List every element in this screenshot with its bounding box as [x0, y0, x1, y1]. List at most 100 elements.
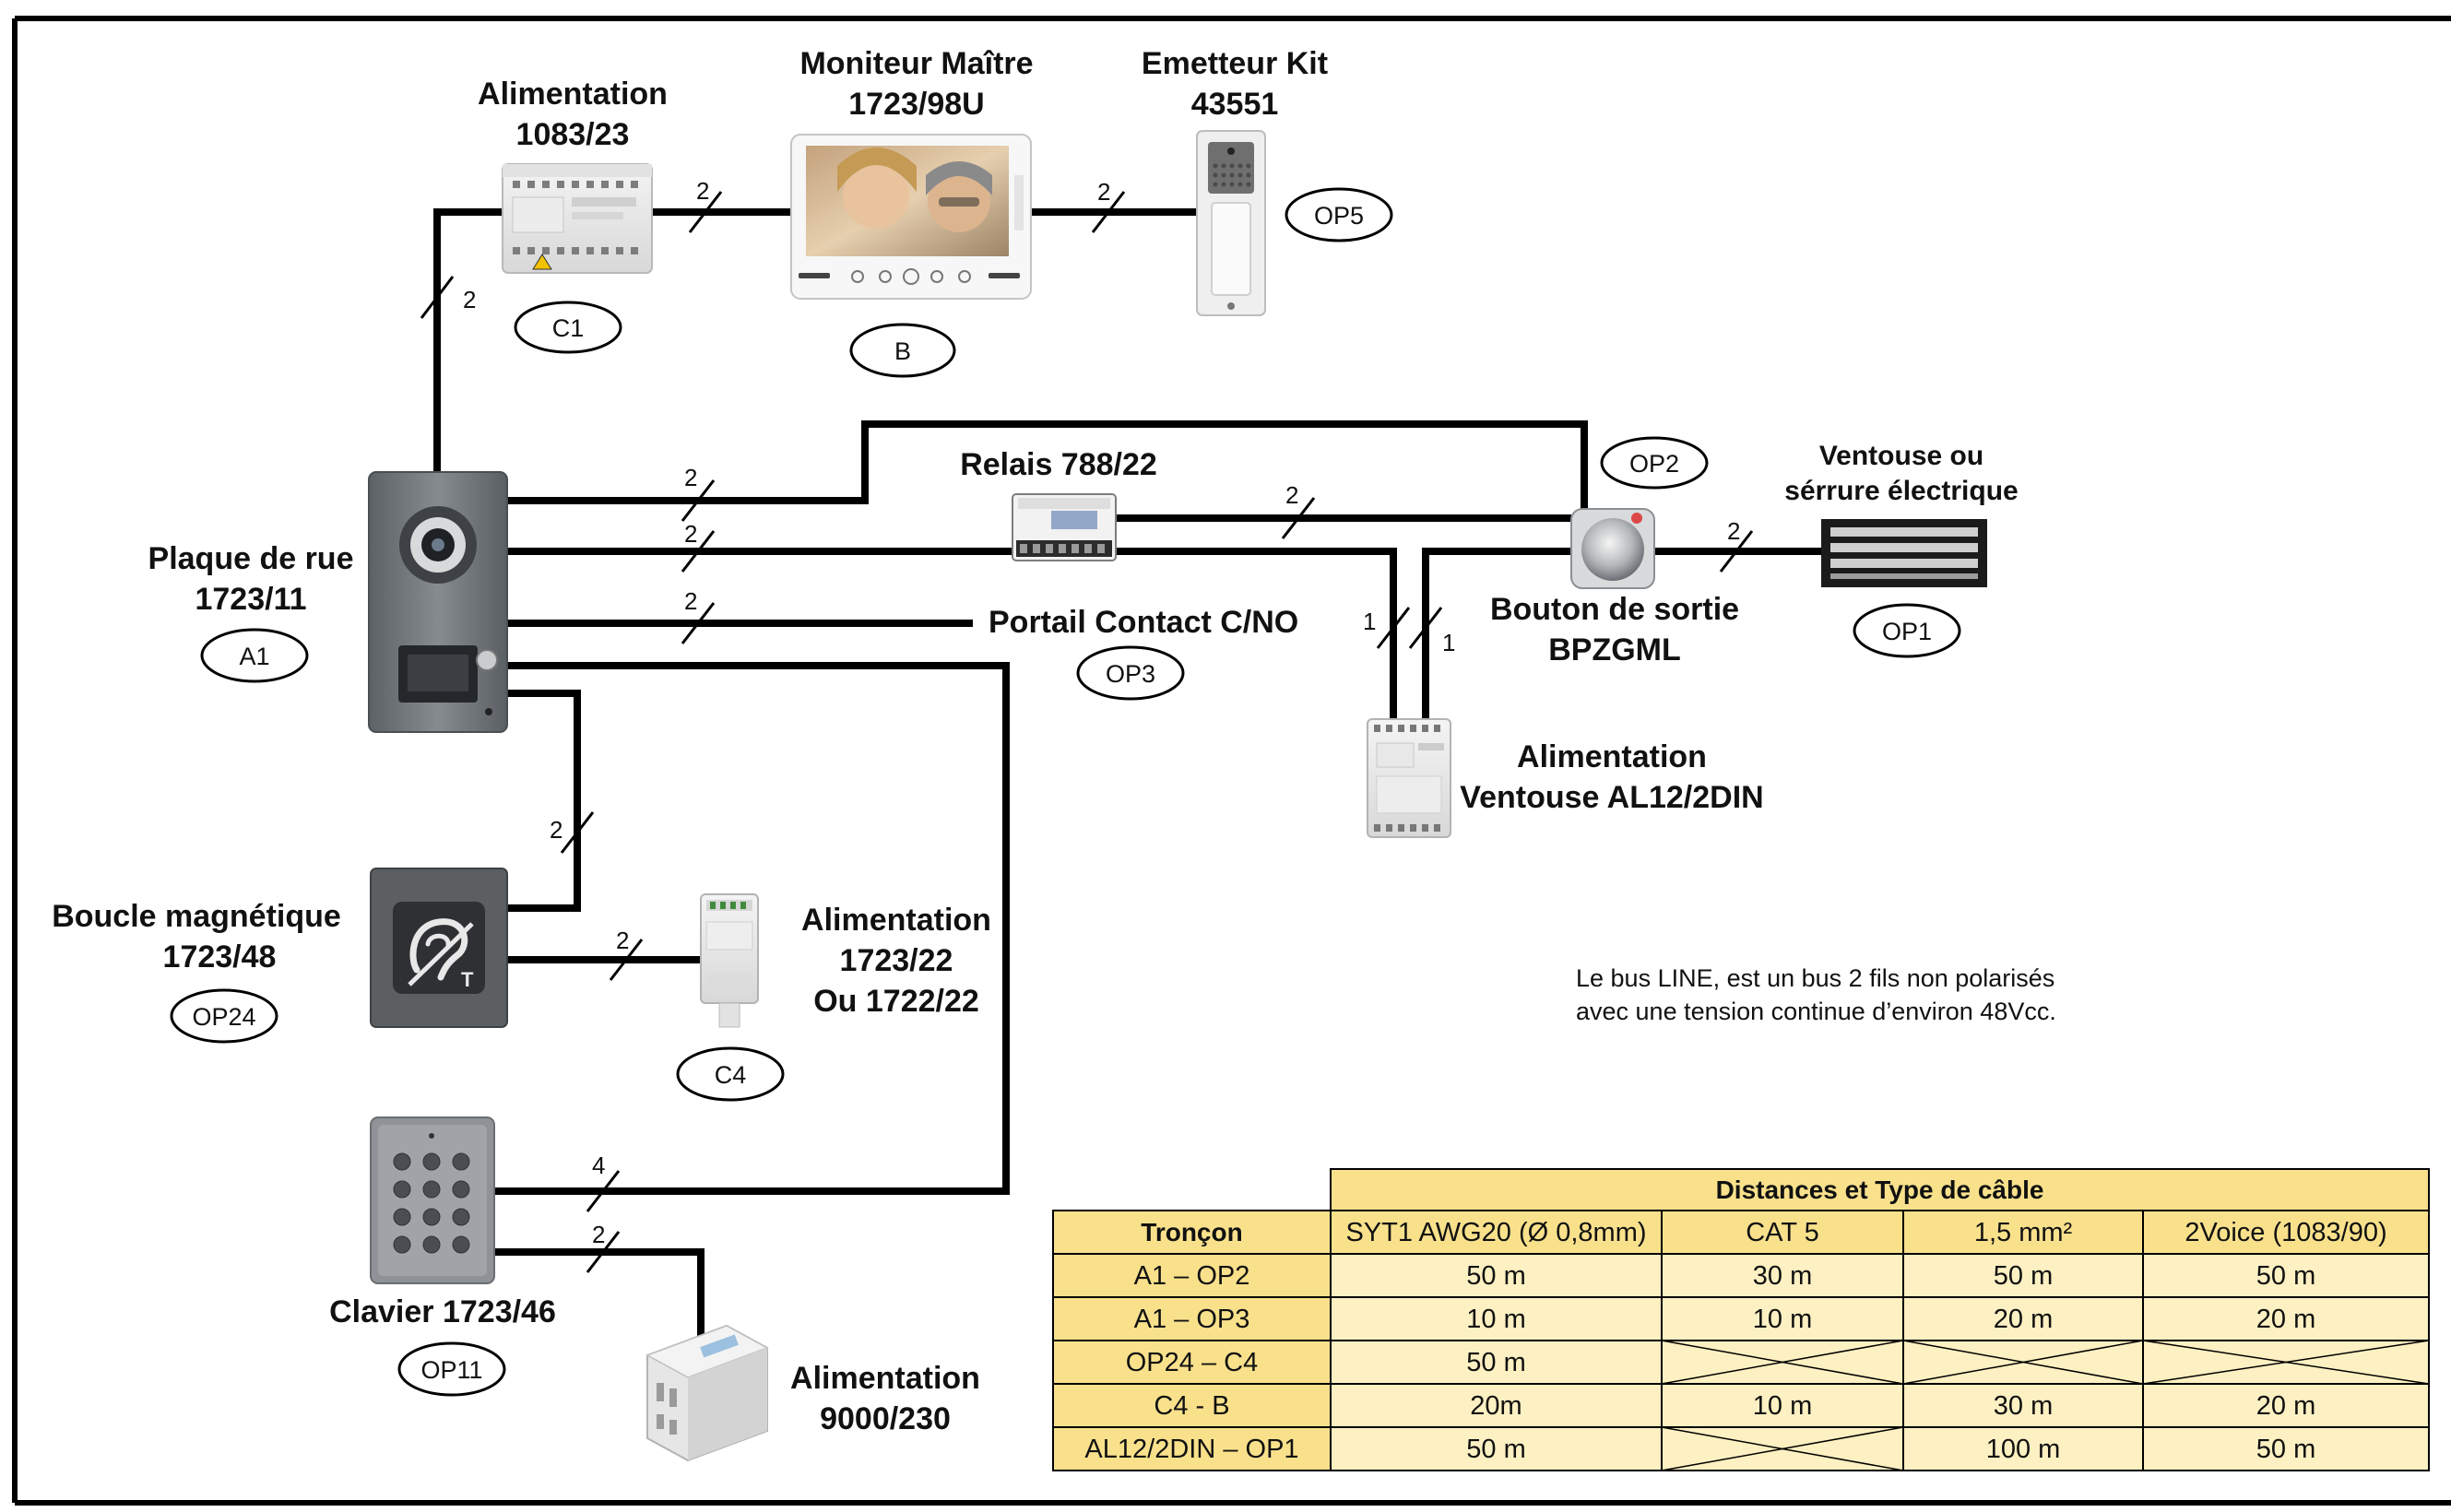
table-cell-value: 20m [1470, 1391, 1522, 1421]
na-cross [2142, 1340, 2430, 1385]
alim-1083-name: Alimentation [478, 77, 668, 112]
table-cell-value: 50 m [1466, 1435, 1525, 1464]
table-title: Distances et Type de câble [1716, 1175, 2044, 1204]
moniteur-model: 1723/98U [848, 87, 984, 122]
table-cell-value: 10 m [1753, 1305, 1812, 1334]
count-relais-bouton: 2 [1285, 481, 1298, 509]
badge-op5 [1285, 187, 1393, 242]
bouton-unit [1570, 508, 1655, 589]
badge-c1 [514, 301, 622, 354]
table-cell [1661, 1296, 1904, 1341]
moniteur-ref: B [894, 337, 911, 365]
table-cell-value: 10 m [1466, 1305, 1525, 1334]
wire-plaque-boucle [507, 690, 581, 912]
alim-1723-module [700, 893, 759, 1028]
alim-al12-module [1367, 718, 1451, 838]
svg-text:T: T [461, 968, 474, 991]
na-cross [1902, 1340, 2144, 1385]
alim-1083-ref: C1 [552, 314, 585, 342]
table-row-label: C4 - B [1154, 1391, 1229, 1421]
plaque-unit [368, 471, 508, 733]
table-cell [1330, 1426, 1663, 1471]
bouton-ref: OP2 [1629, 450, 1679, 478]
badge-a1 [200, 628, 309, 683]
portail-ref: OP3 [1106, 660, 1155, 688]
plaque-ref: A1 [239, 643, 269, 670]
count-alim-moniteur: 2 [696, 177, 709, 205]
moniteur-name: Moniteur Maître [799, 46, 1033, 81]
count-plaque-bouton: 2 [684, 464, 697, 491]
wire-clavier-alim [494, 1248, 705, 1337]
alim-1083-module [502, 163, 653, 274]
moniteur-unit [790, 134, 1032, 300]
table-cell [1661, 1253, 1904, 1298]
table-header: 2Voice (1083/90) [2185, 1218, 2386, 1247]
alim-al12-model: Ventouse AL12/2DIN [1460, 780, 1763, 815]
boucle-model: 1723/48 [163, 939, 277, 975]
table-cell [2142, 1253, 2430, 1298]
emetteur-unit [1196, 130, 1266, 316]
table-row-label: A1 – OP2 [1134, 1261, 1250, 1291]
table-cell [1330, 1253, 1663, 1298]
alim-1723-ref: C4 [715, 1061, 747, 1089]
table-cell-value: 20 m [2256, 1391, 2315, 1421]
diagram-frame [12, 16, 2451, 1506]
table-title-cell [1330, 1168, 2430, 1211]
table-row-label: AL12/2DIN – OP1 [1084, 1435, 1298, 1464]
count-plaque-boucle: 2 [550, 816, 562, 844]
count-al12-bouton: 1 [1442, 629, 1455, 656]
table-cell-value: 20 m [2256, 1305, 2315, 1334]
ventouse-ref: OP1 [1882, 618, 1932, 645]
ventouse-unit [1821, 519, 1987, 587]
badge-b [849, 323, 956, 378]
table-cell-value: 50 m [1466, 1261, 1525, 1291]
count-plaque-alim: 2 [463, 286, 476, 313]
table-cell-value: 50 m [1466, 1348, 1525, 1377]
bouton-name: Bouton de sortie [1490, 592, 1739, 627]
wire-plaque-alim [433, 208, 503, 472]
table-cell [2142, 1426, 2430, 1471]
table-cell [1052, 1253, 1332, 1298]
emetteur-name: Emetteur Kit [1142, 46, 1328, 81]
wires [433, 208, 1821, 1337]
table-row-label: A1 – OP3 [1134, 1305, 1250, 1334]
table-header: Tronçon [1141, 1218, 1242, 1246]
table-header: SYT1 AWG20 (Ø 0,8mm) [1345, 1218, 1646, 1247]
relais-name: Relais 788/22 [960, 447, 1157, 482]
table-cell [2142, 1383, 2430, 1428]
alim-al12-name: Alimentation [1517, 739, 1707, 774]
badge-c4 [676, 1046, 785, 1102]
table-cell [1330, 1383, 1663, 1428]
count-relais-al12: 1 [1363, 608, 1376, 635]
boucle-ref: OP24 [192, 1003, 255, 1031]
table-cell-value: 30 m [1753, 1261, 1812, 1291]
na-cross [1661, 1426, 1904, 1471]
alim-9000-module [645, 1324, 769, 1462]
na-cross [1661, 1340, 1904, 1385]
portail-name: Portail Contact C/NO [989, 605, 1298, 640]
alim-1083-model: 1083/23 [516, 117, 630, 152]
count-plaque-relais: 2 [684, 520, 697, 548]
emetteur-ref: OP5 [1314, 202, 1364, 230]
boucle-name: Boucle magnétique [52, 899, 341, 934]
wire-relais-al12 [1116, 548, 1397, 719]
alim-1723-name: Alimentation [801, 903, 991, 938]
count-bouton-ventouse: 2 [1727, 517, 1740, 545]
alim-9000-name: Alimentation [790, 1361, 980, 1396]
count-clavier-alim: 2 [592, 1221, 605, 1248]
bus-note-line-1: Le bus LINE, est un bus 2 fils non polar… [1576, 964, 2054, 992]
clavier-unit [370, 1116, 495, 1284]
badge-op3 [1076, 645, 1185, 701]
table-cell-value: 20 m [1994, 1305, 2053, 1334]
table-cell [1330, 1340, 1663, 1385]
table-cell-value: 10 m [1753, 1391, 1812, 1421]
table-cell [1902, 1426, 2144, 1471]
table-row-label: OP24 – C4 [1126, 1348, 1258, 1377]
plaque-name: Plaque de rue [148, 541, 354, 576]
wire-plaque-bouton [507, 420, 1588, 516]
badge-op24 [170, 988, 278, 1044]
bus-note-line-2: avec une tension continue d’environ 48Vc… [1576, 998, 2056, 1025]
table-header: CAT 5 [1746, 1218, 1819, 1247]
